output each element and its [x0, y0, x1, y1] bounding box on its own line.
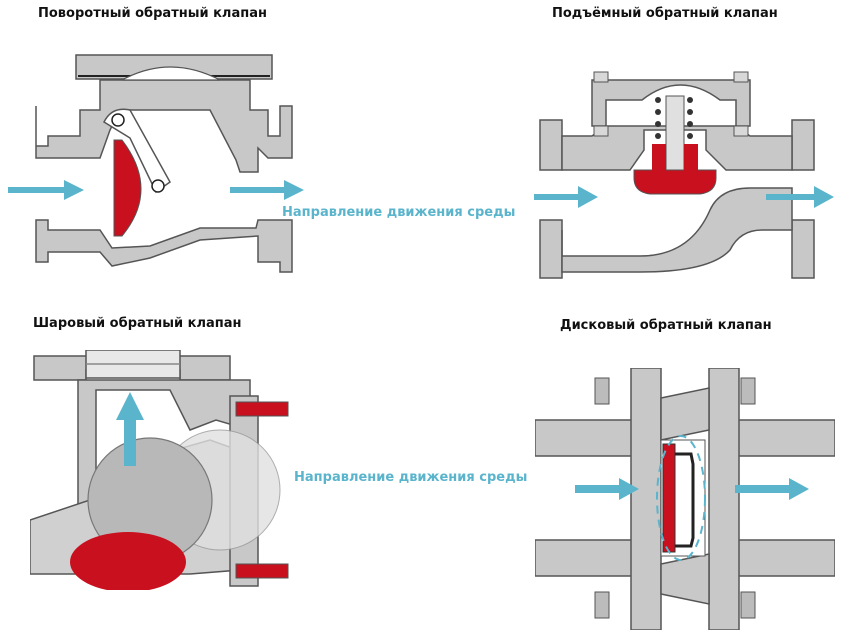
swing-valve-upper-body [35, 79, 293, 173]
flow-direction-label-top: Направление движения среды [282, 205, 516, 220]
flow-direction-label-bottom: Направление движения среды [294, 470, 528, 485]
lift-valve-stem [665, 95, 685, 177]
hinge-pin-upper [111, 113, 125, 127]
arrow-out-lift [766, 186, 834, 208]
lift-check-valve-diagram [534, 71, 834, 279]
arrow-out-disc [735, 478, 809, 500]
title-lift-check-valve: Подъёмный обратный клапан [552, 6, 778, 21]
swing-valve-flap [113, 139, 142, 237]
ball-check-valve-diagram [30, 350, 289, 590]
arrow-out-swing [230, 180, 304, 200]
arrow-in-swing [8, 180, 84, 200]
lift-valve-bonnet [591, 79, 751, 127]
disc-seal-dashed [656, 435, 706, 561]
disc-valve-right-flange [708, 368, 740, 630]
disc-valve-disc [662, 443, 676, 553]
title-disc-check-valve: Дисковый обратный клапан [560, 318, 772, 333]
lift-valve-disc [633, 169, 717, 195]
swing-check-valve-diagram [8, 54, 304, 273]
arrow-in-disc [575, 478, 639, 500]
ball-valve-seat [70, 532, 186, 590]
lift-valve-lower-body [561, 187, 793, 273]
title-swing-check-valve: Поворотный обратный клапан [38, 6, 267, 21]
lift-valve-upper-body [561, 125, 793, 171]
title-ball-check-valve: Шаровый обратный клапан [33, 316, 242, 331]
arrow-in-lift [534, 186, 598, 208]
swing-valve-lower-body [35, 219, 293, 273]
hinge-pin-lower [151, 179, 165, 193]
arrow-up-ball [116, 392, 144, 466]
disc-check-valve-diagram [535, 368, 835, 630]
